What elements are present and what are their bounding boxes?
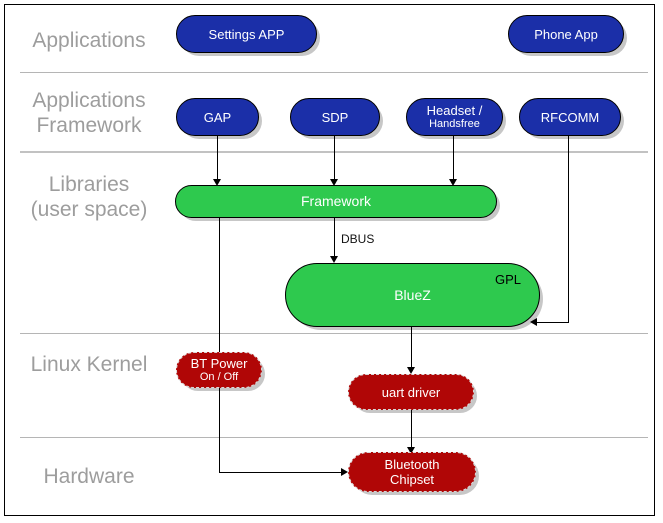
edge-uart-to-chipset-arrow bbox=[407, 447, 415, 454]
node-bt-power-label: BT Power bbox=[190, 356, 248, 371]
edge-framework-to-bluez-arrow bbox=[330, 256, 338, 263]
node-settings-app-label: Settings APP bbox=[208, 26, 285, 42]
edge-framework-to-bluez-line bbox=[334, 217, 335, 259]
edge-headset-to-framework-arrow bbox=[449, 179, 457, 186]
edge-label-dbus: DBUS bbox=[341, 232, 375, 246]
node-settings-app[interactable]: Settings APP bbox=[176, 15, 317, 53]
edge-rfcomm-to-bluez-arrow bbox=[530, 318, 537, 326]
node-sdp-label: SDP bbox=[321, 109, 349, 125]
layer-label-hardware: Hardware bbox=[43, 465, 135, 488]
node-uart-driver[interactable]: uart driver bbox=[348, 374, 474, 410]
edge-headset-to-framework-line bbox=[453, 136, 454, 180]
edge-bluez-to-uart-line bbox=[411, 326, 412, 369]
layer-label-applications-framework: Applications Framework bbox=[32, 89, 146, 137]
node-sdp[interactable]: SDP bbox=[290, 98, 380, 136]
node-bluetooth-chipset-sublabel: Chipset bbox=[389, 472, 435, 487]
edge-sdp-to-framework-line bbox=[334, 136, 335, 180]
edge-bluez-to-uart-arrow bbox=[407, 367, 415, 374]
node-rfcomm[interactable]: RFCOMM bbox=[519, 98, 621, 136]
node-bt-power[interactable]: BT Power On / Off bbox=[176, 352, 262, 388]
edge-framework-to-chipset-vline bbox=[219, 217, 220, 473]
edge-uart-to-chipset-line bbox=[411, 409, 412, 449]
node-phone-app[interactable]: Phone App bbox=[508, 15, 624, 53]
diagram-border bbox=[4, 4, 655, 516]
divider-libraries bbox=[20, 333, 648, 334]
node-rfcomm-label: RFCOMM bbox=[540, 109, 600, 125]
node-headset-handsfree-sublabel: Handsfree bbox=[429, 118, 480, 130]
node-uart-driver-label: uart driver bbox=[381, 384, 441, 400]
edge-framework-to-chipset-arrow bbox=[341, 468, 348, 476]
node-framework-label: Framework bbox=[300, 193, 371, 209]
layer-label-libraries: Libraries (user space) bbox=[30, 173, 148, 221]
node-bluez-label: BlueZ bbox=[394, 286, 431, 303]
edge-rfcomm-to-bluez-hline bbox=[537, 322, 569, 323]
layer-label-applications: Applications bbox=[32, 29, 146, 52]
edge-rfcomm-to-bluez-vline bbox=[568, 136, 569, 323]
layer-label-linux-kernel: Linux Kernel bbox=[30, 353, 148, 376]
node-bluetooth-chipset-label: Bluetooth bbox=[384, 457, 440, 472]
node-bluez-license-tag: GPL bbox=[494, 272, 521, 287]
edge-sdp-to-framework-arrow bbox=[330, 179, 338, 186]
node-headset-handsfree-label: Headset / bbox=[426, 103, 483, 118]
edge-gap-to-framework-line bbox=[217, 136, 218, 180]
edge-gap-to-framework-arrow bbox=[213, 179, 221, 186]
node-gap[interactable]: GAP bbox=[176, 98, 259, 136]
edge-framework-to-chipset-hline bbox=[219, 472, 343, 473]
node-framework[interactable]: Framework bbox=[175, 185, 497, 218]
divider-linux-kernel bbox=[20, 437, 648, 438]
node-gap-label: GAP bbox=[203, 109, 232, 125]
node-bluetooth-chipset[interactable]: Bluetooth Chipset bbox=[348, 452, 476, 492]
node-phone-app-label: Phone App bbox=[534, 26, 598, 42]
divider-applications bbox=[20, 72, 648, 73]
node-bt-power-sublabel: On / Off bbox=[199, 371, 239, 383]
node-headset-handsfree[interactable]: Headset / Handsfree bbox=[406, 98, 503, 136]
node-bluez[interactable]: BlueZ GPL bbox=[285, 263, 540, 327]
